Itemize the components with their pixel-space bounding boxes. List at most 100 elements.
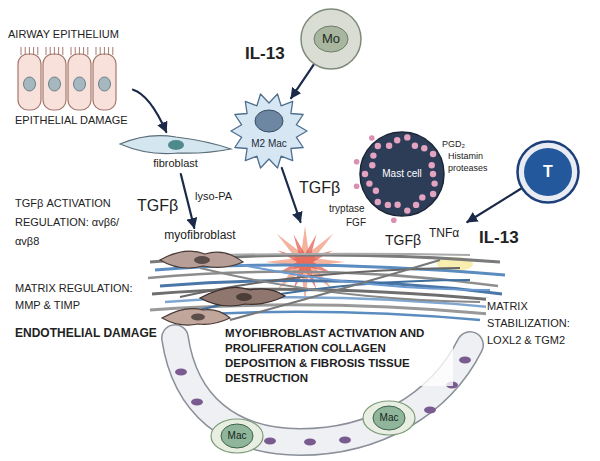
annotation-label: Histamin [447,151,484,162]
t-cell-circle: T [516,140,580,204]
granule [370,152,376,158]
myofibroblast-cell [200,287,285,306]
cilium [46,47,47,55]
cell-nucleus [99,77,111,91]
node-text: MYOFIBROBLAST ACTIVATION AND PROLIFERATI… [225,326,453,386]
node-text: AIRWAY EPITHELIUM [8,28,133,41]
arrow-connector [133,90,166,132]
granule [386,143,392,149]
granule [430,171,436,177]
granule [354,159,360,165]
cell-nucleus [49,77,61,91]
cell-nucleus [74,77,86,91]
granule [430,191,436,197]
mast-cell: Mast cell [358,130,446,218]
cilium [96,47,97,55]
annotation-label: ENDOTHELIAL DAMAGE [14,326,158,340]
arrow-connector [467,189,521,222]
granule [354,183,360,189]
edge-label: IL-13 [244,44,286,64]
collagen-fiber [210,258,490,290]
cilium [87,47,88,55]
cilium [33,47,34,55]
epithelial-cell [93,54,116,110]
collagen-fiber [190,280,470,312]
cell-nucleus [24,77,36,91]
cell-nucleus [191,314,205,321]
granule [421,145,427,151]
macrophage-cell: Mac [362,400,416,436]
node-text: Mast cell [358,168,446,180]
monocyte-body [301,9,361,69]
spiky-outline [228,92,310,170]
fibrosis-region: MYOFIBROBLAST ACTIVATION AND PROLIFERATI… [175,222,485,392]
cilium [54,47,55,55]
granule [369,135,375,141]
granule [394,137,400,143]
node-text: myofibroblast [155,228,245,242]
cell-nucleus [236,293,252,301]
granule [419,194,425,200]
endothelial-nucleus [339,437,351,444]
granule [369,162,375,168]
annotation-label: proteases [447,163,489,174]
granule [404,134,410,140]
epi-outline [8,28,133,112]
granule [394,202,400,208]
myofibroblast-cell: myofibroblast [155,228,245,274]
cilium [58,47,59,55]
monocyte-circle: Mo [300,8,362,70]
annotation-label: TNFα [428,226,460,240]
macrophage-body [211,419,263,453]
annotation-label: PGD₂ [441,139,466,150]
annotation-label: EPITHELIAL DAMAGE [14,114,129,127]
cilium [25,47,26,55]
granule [375,199,381,205]
granule [404,207,410,213]
annotation-label: MATRIX STABILIZATION: LOXL2 & TGM2 [486,298,598,349]
annotation-label: TGFβ ACTIVATION REGULATION: αvβ6/αvβ8 [14,194,134,251]
fibroblast-cell: fibroblast [118,132,233,174]
granule [362,171,368,177]
edge-label: lyso-PA [194,190,233,203]
fibroblast-body [120,136,231,154]
annotation-label: tryptase [328,203,366,215]
cilium [50,47,51,55]
annotation-label: MATRIX REGULATION: MMP & TIMP [14,280,140,314]
annotation-label: TGFβ [136,196,179,215]
myofibroblast-cell [162,309,230,326]
cilium [21,47,22,55]
macrophage-body [363,401,415,435]
cell-nucleus [168,140,184,150]
epithelial-cell [18,54,41,110]
edge-label: IL-13 [478,228,520,248]
granule [431,180,437,186]
node-text: Mo [300,31,362,47]
granule [373,188,379,194]
node-text: Mac [210,430,264,442]
granule [413,202,419,208]
endothelial-nucleus [175,369,187,376]
endothelial-nucleus [459,357,471,364]
cilium [104,47,105,55]
cilium [108,47,109,55]
cilium [29,47,30,55]
cilium [100,47,101,55]
cilium [71,47,72,55]
node-text: M2 Mac [228,138,310,150]
edge-label: TGFβ [298,178,341,197]
myofibroblast-body [160,251,243,268]
arrow-connector [181,174,195,228]
cilium [62,47,63,55]
cilium [75,47,76,55]
arrow-connector [291,65,314,99]
granule [385,202,391,208]
granule [391,218,397,224]
endothelial-nucleus [424,407,436,414]
granule [430,151,436,157]
granule [375,143,381,149]
epithelial-cell [68,54,91,110]
endothelial-nucleus [264,438,276,445]
